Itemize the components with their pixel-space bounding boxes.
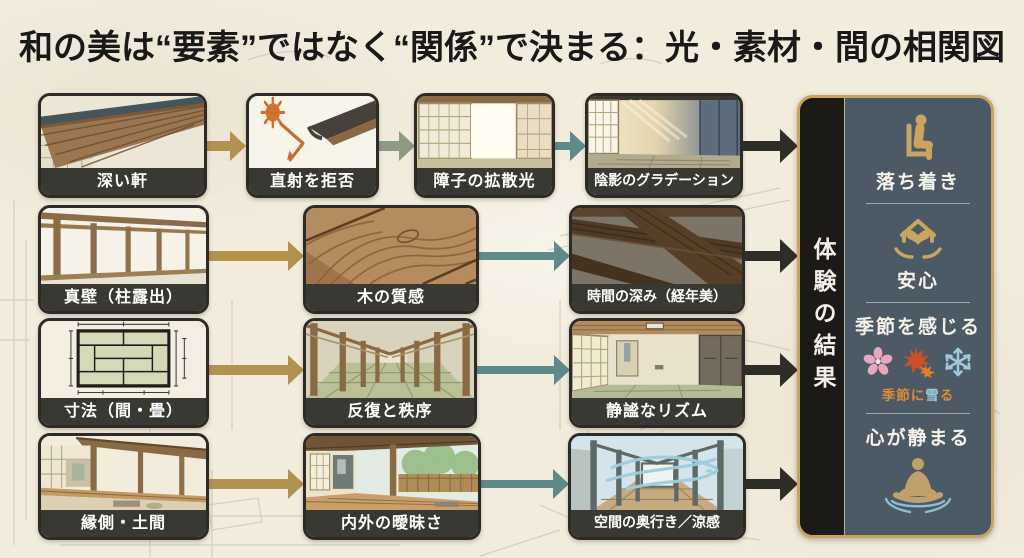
card-inside-outside: 内外の曖昧さ <box>303 433 481 540</box>
wood-grain-illustration <box>306 208 476 284</box>
card-engawa-doma: 縁側・土間 <box>38 433 209 540</box>
outcome-seasons: 季節を感じる <box>855 312 981 404</box>
result-panel-title-strip: 体験の結果 <box>800 98 845 535</box>
arrow-right-icon <box>738 467 798 501</box>
arrow-right-icon <box>736 129 798 163</box>
tatami-plan-illustration <box>41 321 206 398</box>
shadow-gradation-illustration <box>588 96 740 168</box>
exposed-pillars-illustration <box>41 208 206 284</box>
card-label: 反復と秩序 <box>306 398 474 425</box>
card-label: 直射を拒否 <box>249 168 376 195</box>
engawa-garden-illustration <box>306 436 478 510</box>
aged-beams-illustration <box>572 208 742 284</box>
arrow-right-icon <box>474 469 569 499</box>
card-label: 空間の奥行き／涼感 <box>571 510 743 537</box>
veranda-illustration <box>41 436 206 510</box>
arrow-right-icon <box>471 355 570 385</box>
card-label: 縁側・土間 <box>41 510 206 537</box>
outcome-label: 心が静まる <box>865 428 971 449</box>
tatami-room-illustration <box>572 321 742 398</box>
arrow-right-icon <box>737 353 798 387</box>
result-panel: 体験の結果 落ち着き <box>797 95 994 538</box>
arrow-right-icon <box>472 241 570 271</box>
repeated-pillars-hall-illustration <box>306 321 474 398</box>
outcome-label: 落ち着き <box>875 172 960 193</box>
divider <box>866 203 970 204</box>
card-deep-eaves: 深い軒 <box>38 93 207 198</box>
card-label: 陰影のグラデーション <box>588 168 740 195</box>
outcome-label: 季節を感じる <box>854 317 981 338</box>
arrow-right-icon <box>372 131 415 161</box>
card-shinkabe: 真壁（柱露出） <box>38 205 209 314</box>
outcome-calm-mind: 心が静まる <box>865 423 970 517</box>
card-shoji-light: 障子の拡散光 <box>414 93 555 198</box>
card-label: 時間の深み（経年美） <box>572 284 742 311</box>
sun-reject-illustration <box>249 96 376 168</box>
maple-leaf-icon <box>902 347 935 378</box>
page-title: 和の美は“要素”ではなく“関係”で決まる：光・素材・間の相関図 <box>19 29 1005 67</box>
card-label: 寸法（間・畳） <box>41 398 206 425</box>
meditation-ripples-icon <box>884 458 952 514</box>
card-spatial-depth: 空間の奥行き／涼感 <box>568 433 746 540</box>
card-label: 静謐なリズム <box>572 398 742 425</box>
arrow-right-icon <box>202 469 304 499</box>
card-reject-sunlight: 直射を拒否 <box>246 93 379 198</box>
arrow-right-icon <box>199 131 246 161</box>
snowflake-icon <box>945 347 971 377</box>
divider <box>866 413 970 414</box>
outcome-security: 安心 <box>892 213 944 293</box>
card-label: 障子の拡散光 <box>417 168 552 195</box>
outcome-calm: 落ち着き <box>876 112 960 194</box>
divider <box>866 302 970 303</box>
card-repetition-order: 反復と秩序 <box>303 318 477 428</box>
card-label: 内外の曖昧さ <box>306 510 478 537</box>
arrow-right-icon <box>202 355 304 385</box>
shoji-diffused-light-illustration <box>417 96 552 168</box>
seated-person-icon <box>906 114 933 160</box>
result-panel-vertical-title: 体験の結果 <box>810 236 835 397</box>
arrow-right-icon <box>202 241 304 271</box>
arrow-right-icon <box>548 131 586 161</box>
corridor-breeze-illustration <box>571 436 743 510</box>
card-label: 深い軒 <box>41 168 204 195</box>
season-icons <box>863 346 973 378</box>
deep-eaves-illustration <box>41 96 204 168</box>
house-heart-hands-icon <box>894 219 942 259</box>
card-tranquil-rhythm: 静謐なリズム <box>569 318 745 428</box>
card-label: 真壁（柱露出） <box>41 284 206 311</box>
card-dimensions: 寸法（間・畳） <box>38 318 209 428</box>
outcome-label: 安心 <box>896 271 939 292</box>
sakura-icon <box>863 347 893 375</box>
card-shadow-gradation: 陰影のグラデーション <box>585 93 743 198</box>
card-wood-texture: 木の質感 <box>303 205 479 314</box>
result-panel-body: 落ち着き 安心 季節を感じ <box>845 98 991 535</box>
card-label: 木の質感 <box>306 284 476 311</box>
arrow-right-icon <box>737 239 798 273</box>
card-depth-of-time: 時間の深み（経年美） <box>569 205 745 314</box>
season-sublabel: 季節に雪る <box>881 388 955 403</box>
